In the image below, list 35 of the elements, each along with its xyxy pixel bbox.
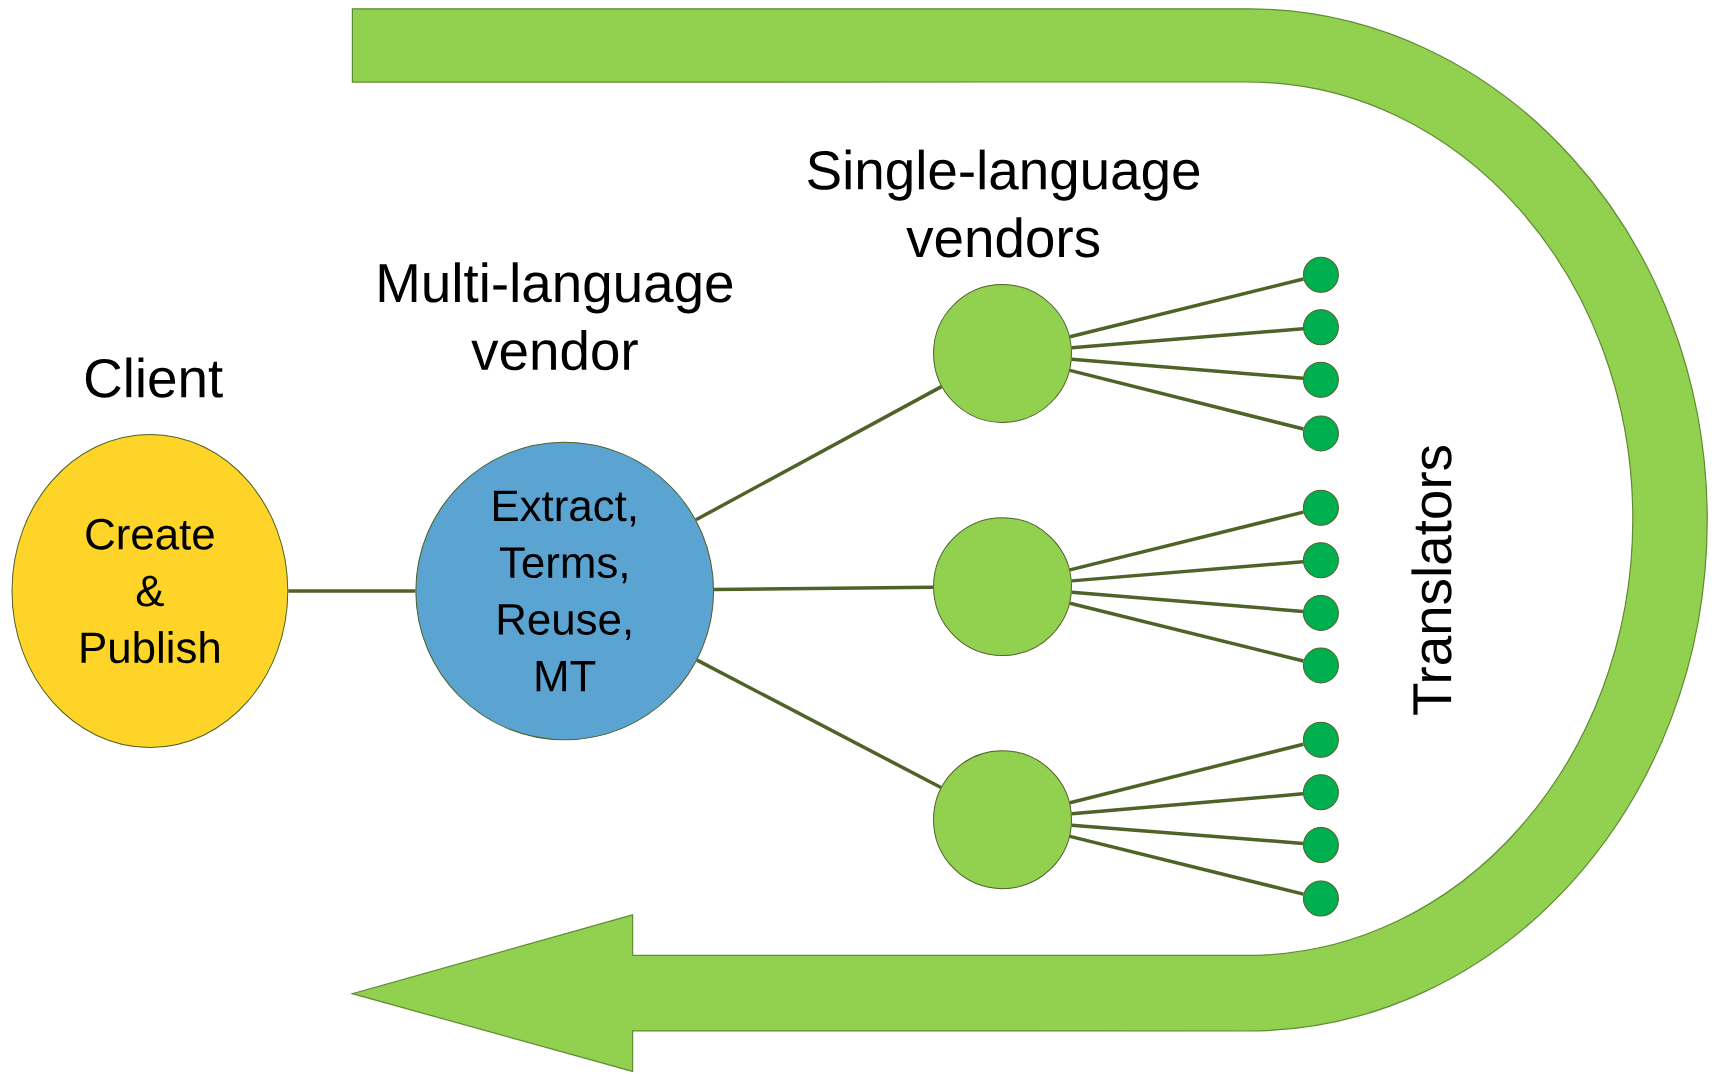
connector-line	[1069, 368, 1304, 431]
connector-line	[1069, 742, 1304, 805]
connector-line	[1071, 560, 1304, 583]
connector-line	[1069, 601, 1304, 663]
translator-dot	[1302, 721, 1339, 758]
translator-dot	[1302, 647, 1339, 684]
connector-line	[288, 589, 416, 593]
connector-line	[1069, 510, 1304, 572]
connector-line	[714, 585, 934, 592]
connector-line	[1071, 590, 1304, 614]
heading: Multi-language vendor	[379, 262, 733, 371]
translator-dot	[1302, 880, 1339, 917]
heading: Translators	[1411, 446, 1452, 715]
connector-line	[1069, 277, 1304, 339]
connector-line	[1069, 834, 1304, 896]
connector-line	[696, 658, 942, 790]
vendor-circle	[933, 750, 1072, 890]
connector-line	[1071, 792, 1304, 816]
connector-line	[1071, 326, 1304, 350]
translator-dot	[1302, 489, 1339, 526]
heading: Client	[85, 357, 223, 398]
translator-dot	[1302, 774, 1339, 811]
connector-line	[1071, 823, 1304, 846]
translator-dot	[1302, 594, 1339, 631]
translator-dot	[1302, 361, 1339, 398]
vendor-circle	[933, 284, 1072, 423]
translator-dot	[1302, 826, 1339, 863]
translator-dot	[1302, 542, 1339, 579]
connector-line	[1071, 357, 1304, 381]
vendor-circle	[933, 517, 1072, 657]
heading: Single-language vendors	[808, 149, 1200, 258]
translator-dot	[1302, 309, 1339, 346]
translator-dot	[1302, 256, 1339, 293]
translator-dot	[1302, 415, 1339, 452]
connector-line	[695, 385, 943, 522]
